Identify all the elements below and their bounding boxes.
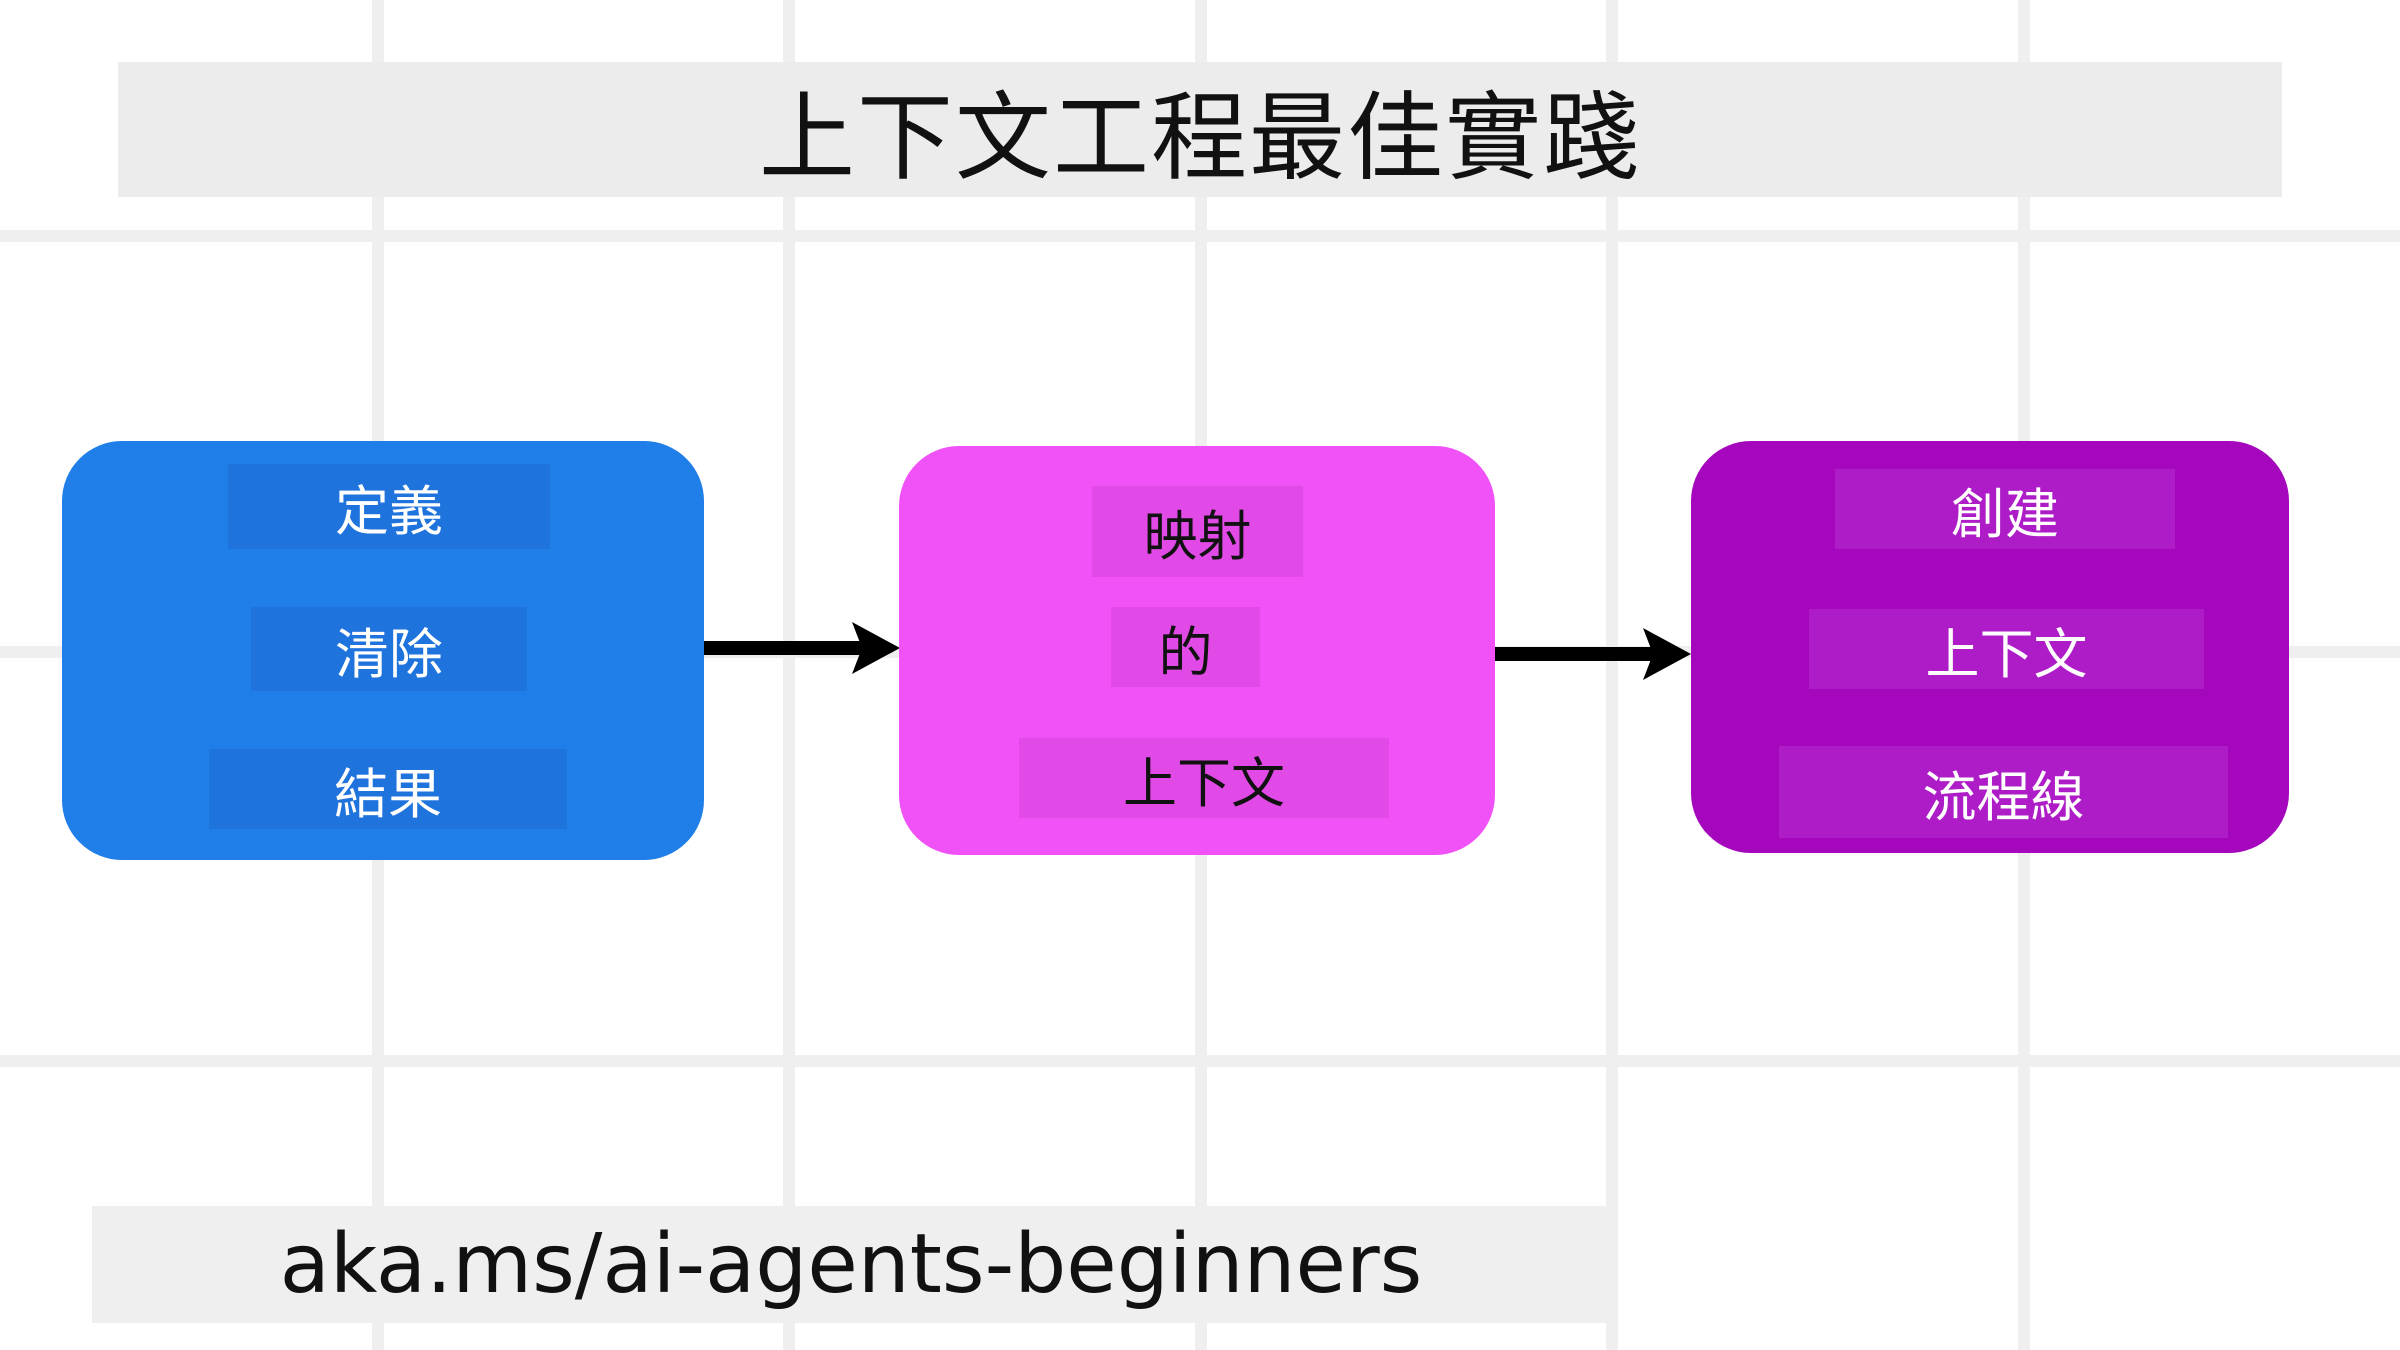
step-2-line-2: 的 — [1111, 607, 1260, 687]
footer-url[interactable]: aka.ms/ai-agents-beginners — [279, 1217, 1423, 1312]
grid-line — [0, 230, 2400, 242]
step-2-line-1: 映射 — [1092, 486, 1303, 577]
step-3-line-2: 上下文 — [1809, 609, 2204, 689]
step-1-line-2: 清除 — [251, 607, 527, 691]
grid-line — [783, 0, 795, 1350]
title-bar — [118, 62, 2282, 197]
step-1-line-1: 定義 — [228, 464, 550, 549]
arrow-right-icon — [704, 622, 900, 674]
step-3-line-1: 創建 — [1835, 469, 2175, 549]
page-title: 上下文工程最佳實踐 — [759, 82, 1641, 194]
footer-bar — [92, 1206, 1610, 1323]
grid-line — [1606, 0, 1618, 1350]
grid-line — [0, 1055, 2400, 1067]
step-3-line-3: 流程線 — [1779, 746, 2228, 838]
step-2-line-3: 上下文 — [1019, 738, 1389, 818]
arrow-right-icon — [1495, 628, 1691, 680]
step-1-line-3: 結果 — [209, 749, 567, 829]
